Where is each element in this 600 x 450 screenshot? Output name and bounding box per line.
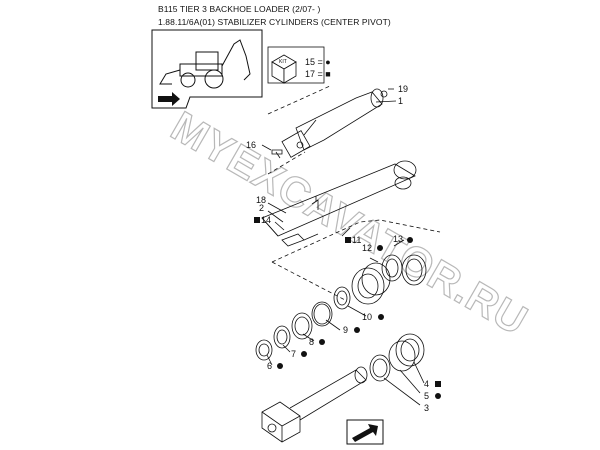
watermark-text: MYEXCAVATOR.RU xyxy=(164,102,536,344)
kit-marker-dot-6 xyxy=(277,363,283,369)
kit-marker-square-4 xyxy=(435,381,441,387)
callout-12: 12 xyxy=(362,243,372,253)
callout-2: 2 xyxy=(259,203,264,213)
nav-arrow-icon xyxy=(158,92,180,106)
callout-16: 16 xyxy=(246,140,256,150)
kit-marker-square-14 xyxy=(254,217,260,223)
callout-4: 4 xyxy=(424,379,429,389)
kit-legend-row-17: 17 = ■ xyxy=(305,69,331,79)
kit-marker-dot-13 xyxy=(407,237,413,243)
callout-9: 9 xyxy=(343,325,348,335)
next-arrow-icon xyxy=(352,424,378,442)
kit-marker-dot-9 xyxy=(354,327,360,333)
grease-fitting-19 xyxy=(380,90,388,98)
callout-3: 3 xyxy=(424,403,429,413)
callout-5: 5 xyxy=(424,391,429,401)
kit-legend-row-15: 15 = ● xyxy=(305,57,331,67)
callout-7: 7 xyxy=(291,349,296,359)
kit-label: KIT xyxy=(279,59,287,65)
callout-13: 13 xyxy=(393,234,403,244)
callout-1: 1 xyxy=(398,96,403,106)
kit-marker-dot-8 xyxy=(319,339,325,345)
diagram-subtitle: 1.88.11/6A(01) STABILIZER CYLINDERS (CEN… xyxy=(158,17,391,27)
kit-marker-dot-5 xyxy=(435,393,441,399)
callout-11: 11 xyxy=(352,235,361,245)
callout-6: 6 xyxy=(267,361,272,371)
parts-artwork xyxy=(255,85,441,443)
callout-10: 10 xyxy=(362,312,372,322)
callout-18: 18 xyxy=(256,195,266,205)
diagram-title: B115 TIER 3 BACKHOE LOADER (2/07- ) xyxy=(158,4,321,14)
callout-8: 8 xyxy=(309,337,314,347)
kit-marker-dot-7 xyxy=(301,351,307,357)
backhoe-loader-icon xyxy=(159,39,251,89)
kit-box-icon xyxy=(271,54,297,84)
kit-legend: KIT 15 = ● 17 = ■ xyxy=(267,46,331,84)
callout-19: 19 xyxy=(398,84,408,94)
kit-marker-square-11 xyxy=(345,237,351,243)
callouts: 19 1 16 18 2 14 11 12 13 10 9 8 7 6 4 5 … xyxy=(246,84,441,413)
next-page-button[interactable] xyxy=(346,419,384,445)
kit-marker-dot-10 xyxy=(378,314,384,320)
callout-14: 14 xyxy=(261,215,271,225)
kit-marker-dot-12 xyxy=(377,245,383,251)
machine-thumbnail[interactable] xyxy=(151,29,263,109)
